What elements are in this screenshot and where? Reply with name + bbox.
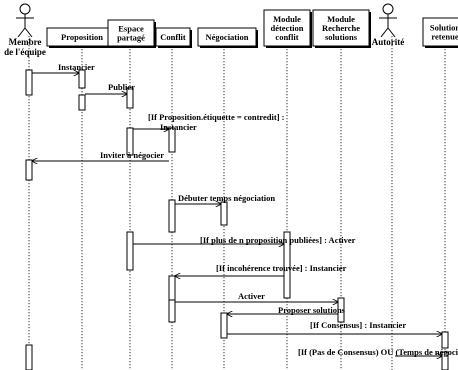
participant-box xyxy=(312,9,370,47)
message: Inviter à négocier xyxy=(32,150,169,161)
message: Proposer solutions xyxy=(227,305,346,315)
activation-bar-membre xyxy=(25,69,33,96)
message: [If plus de n proposition publiées] : Ac… xyxy=(133,235,356,245)
message: [If incohérence trouvée] : Instancier xyxy=(175,263,347,276)
activation-bar-negociation xyxy=(220,312,228,339)
participant-label: Négociation xyxy=(206,32,249,42)
message-label: [If (Pas de Consensus) OU (Temps de négo… xyxy=(298,347,458,357)
participant-label: solutions xyxy=(325,32,358,42)
activation-bar-membre xyxy=(25,159,33,181)
message-label: Activer xyxy=(238,291,265,301)
participant-label: Membre xyxy=(9,37,42,47)
message-label: Instancier xyxy=(58,62,95,72)
actor-head-icon xyxy=(19,3,31,15)
activation-bar-negociation xyxy=(220,201,228,226)
participant-box xyxy=(197,27,257,47)
message: Débuter temps négociation xyxy=(175,193,275,204)
activation-bar-conflit xyxy=(168,127,176,153)
activation-bar-membre xyxy=(25,344,33,370)
participant-label: Conflit xyxy=(160,32,186,42)
activation-bar-recherche xyxy=(337,297,345,323)
message-label: Publier xyxy=(108,82,135,92)
message-label: Débuter temps négociation xyxy=(178,193,275,203)
actor-leg-icon xyxy=(387,27,396,38)
activation-bar-espace xyxy=(126,87,134,109)
message-label: [If Proposition.étiquette = contredit] : xyxy=(148,112,285,122)
message: [If Proposition.étiquette = contredit] :… xyxy=(133,112,285,132)
message: [If Consensus] : Instancier xyxy=(227,320,442,334)
message: Instancier xyxy=(32,62,95,73)
participant-label: Module xyxy=(327,14,355,24)
message-label: [If plus de n proposition publiées] : Ac… xyxy=(200,235,356,245)
participant-box xyxy=(422,17,458,47)
activation-bar-proposition xyxy=(78,69,86,89)
actor-leg-icon xyxy=(24,27,33,38)
message-label: Inviter à négocier xyxy=(100,150,164,160)
actor-leg-icon xyxy=(380,27,389,38)
message-label: Instancier xyxy=(160,122,197,132)
activation-bar-espace xyxy=(126,231,134,271)
activation-bar-conflit xyxy=(168,199,176,233)
participant-box xyxy=(155,27,191,47)
participant-label: Proposition xyxy=(61,32,103,42)
participant-label: partagé xyxy=(117,33,145,43)
participant-label: Autorité xyxy=(372,37,405,47)
message-label: [If incohérence trouvée] : Instancier xyxy=(216,263,347,273)
participant-label: retenue xyxy=(431,32,458,42)
participant-label: conflit xyxy=(275,32,298,42)
participant-box xyxy=(263,9,311,47)
participant-label: Recherche xyxy=(322,23,360,33)
message: Publier xyxy=(85,82,135,94)
message: Activer xyxy=(175,291,338,302)
message: [If (Pas de Consensus) OU (Temps de négo… xyxy=(298,347,458,357)
participant-label: Espace xyxy=(118,24,144,34)
participant-label: Module xyxy=(273,14,301,24)
participant-label: Solution xyxy=(430,23,458,33)
activation-bar-detection xyxy=(283,231,291,299)
actor-leg-icon xyxy=(17,27,26,38)
actor-head-icon xyxy=(382,3,394,15)
activation-bar-solution xyxy=(441,331,449,349)
participant-proposition: Proposition xyxy=(46,27,119,48)
participant-conflit: Conflit xyxy=(155,27,192,48)
message-label: Proposer solutions xyxy=(278,305,346,315)
activation-bar-proposition xyxy=(78,94,86,111)
participant-label: de l'équipe xyxy=(4,47,46,57)
activation-bar-conflit xyxy=(168,275,176,301)
participant-box xyxy=(107,19,155,47)
participant-negociation: Négociation xyxy=(197,27,258,48)
activation-bar-solution xyxy=(441,351,449,370)
activation-bar-espace xyxy=(126,127,134,156)
participant-label: détection xyxy=(270,23,303,33)
participant-autorite: Autorité xyxy=(372,3,405,47)
message-label: [If Consensus] : Instancier xyxy=(310,320,406,330)
activation-bar-conflit xyxy=(168,299,176,323)
